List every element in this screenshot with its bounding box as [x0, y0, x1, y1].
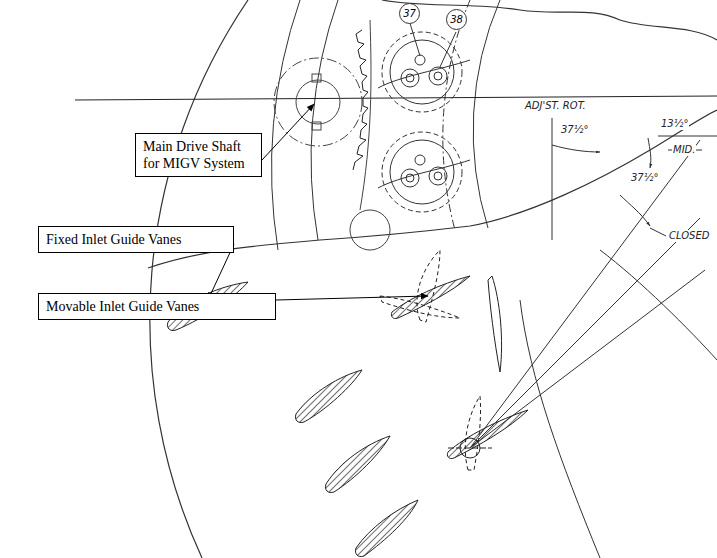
inner-arc — [272, 0, 300, 250]
angle-dimension: 37½° — [630, 172, 659, 184]
actuator-disc — [390, 40, 454, 104]
actuator-disc — [382, 132, 462, 212]
actuator-disc — [382, 32, 462, 112]
rack-arc — [360, 20, 371, 210]
movable-vane-alt — [417, 250, 440, 322]
callout-number: 37 — [399, 3, 420, 24]
callout-number-text: 38 — [450, 14, 463, 25]
center-line — [75, 96, 717, 100]
leader-line — [409, 20, 420, 56]
callout-arrow — [262, 104, 314, 160]
housing-outline — [148, 0, 717, 558]
fixed-vane — [325, 436, 390, 493]
label-leader — [650, 228, 666, 236]
inner-arc — [473, 0, 500, 228]
callout-text: Main Drive Shaft for MIGV System — [143, 138, 254, 172]
pitch-arc — [443, 0, 470, 230]
pin — [429, 167, 447, 185]
movable-vane-alt — [380, 296, 460, 318]
hole-circle — [350, 210, 390, 250]
shaft-bore — [296, 80, 340, 124]
pin — [434, 72, 442, 80]
callout-text: Movable Inlet Guide Vanes — [46, 298, 268, 315]
angle-arc — [648, 138, 651, 168]
callout-text: Fixed Inlet Guide Vanes — [46, 231, 226, 248]
pin — [415, 155, 425, 165]
dimension-line — [470, 218, 700, 448]
callout-number: 38 — [446, 9, 467, 30]
dimension-line — [470, 270, 705, 448]
pin — [434, 172, 442, 180]
fixed-vane — [355, 500, 418, 557]
pin — [429, 67, 447, 85]
pin — [415, 55, 425, 65]
position-label: MID. — [672, 144, 696, 156]
actuator-disc — [390, 140, 454, 204]
gear-teeth — [353, 30, 368, 170]
lever — [378, 60, 470, 88]
outer-casing-arc — [150, 0, 248, 558]
key-slot — [312, 74, 321, 82]
lever — [378, 160, 470, 188]
inner-arc — [311, 0, 338, 240]
movable-vane-alt — [488, 276, 502, 372]
drive-shaft-gear — [274, 20, 390, 250]
movable-vanes — [380, 250, 528, 470]
angle-dimension: 37½° — [560, 124, 589, 136]
fixed-vanes — [167, 282, 418, 557]
position-label: CLOSED — [668, 230, 710, 242]
leader-line — [440, 32, 456, 67]
break-line — [382, 0, 717, 40]
angle-dimension: 13½° — [660, 118, 689, 130]
fixed-vane — [295, 370, 362, 423]
movable-vane — [391, 276, 470, 319]
callout-box: Main Drive Shaft for MIGV System — [135, 133, 262, 177]
movable-vane-alt — [465, 396, 480, 470]
callout-number-text: 37 — [403, 8, 416, 19]
vane-actuator-assembly — [378, 20, 470, 212]
key-slot — [312, 122, 321, 130]
dimension-line — [470, 140, 700, 448]
extension-line — [552, 118, 553, 240]
callout-arrow — [276, 296, 428, 300]
callout-box: Fixed Inlet Guide Vanes — [38, 226, 234, 253]
callout-box: Movable Inlet Guide Vanes — [38, 293, 276, 320]
inner-arc — [520, 300, 600, 558]
extension-line — [658, 136, 717, 137]
angle-arc — [620, 195, 650, 226]
angle-label: ADJ'ST. ROT. — [524, 100, 587, 112]
angle-dimensions — [470, 118, 717, 448]
angle-arc — [552, 145, 600, 152]
